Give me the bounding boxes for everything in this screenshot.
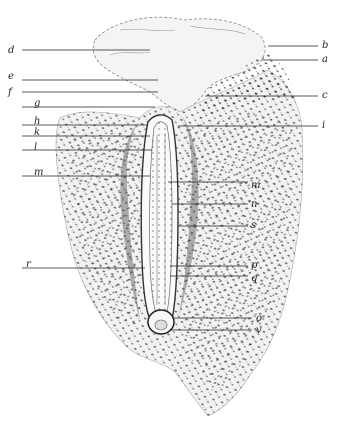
label-p: p bbox=[251, 260, 258, 271]
label-m-right: m bbox=[251, 180, 260, 191]
follicle-inner bbox=[150, 122, 172, 323]
label-d: d bbox=[8, 45, 14, 56]
label-s: s bbox=[251, 220, 256, 231]
label-k: k bbox=[34, 127, 40, 138]
label-b: b bbox=[322, 40, 328, 51]
papilla bbox=[155, 320, 167, 330]
label-c: c bbox=[322, 90, 328, 101]
label-v: v bbox=[256, 325, 262, 336]
label-e: e bbox=[8, 71, 14, 82]
label-o: o bbox=[256, 313, 262, 324]
label-l: l bbox=[34, 142, 37, 153]
label-n: n bbox=[251, 199, 257, 210]
label-i: i bbox=[322, 120, 325, 131]
label-f: f bbox=[7, 87, 14, 98]
label-m-left: m bbox=[34, 167, 43, 178]
label-q: q bbox=[251, 273, 257, 284]
label-g: g bbox=[34, 98, 40, 109]
label-a: a bbox=[322, 54, 328, 65]
label-h: h bbox=[34, 116, 40, 127]
